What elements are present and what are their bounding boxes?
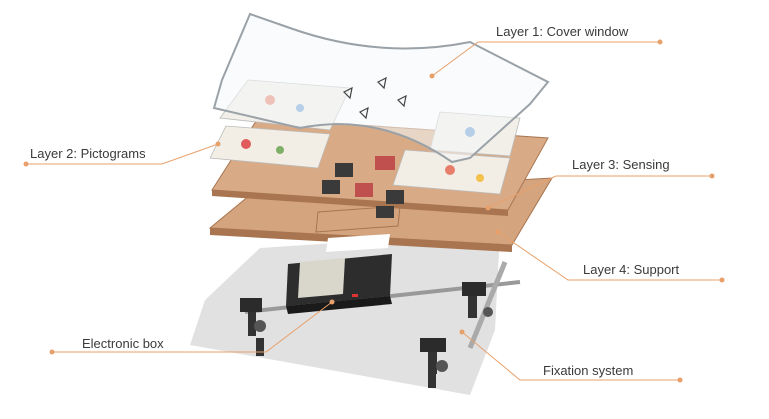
cover-triangle-4 — [358, 106, 369, 120]
label-fixation-system: Fixation system — [543, 363, 634, 378]
electronic-box — [286, 254, 392, 314]
leader-line-fixation-system — [461, 331, 680, 381]
cover-window — [212, 12, 550, 164]
fixation-clamp-right-front — [420, 338, 448, 388]
leader-line-sensing — [487, 175, 712, 209]
fixation-clamp-right-rear — [462, 282, 493, 318]
label-cover-window: Layer 1: Cover window — [496, 24, 629, 39]
leader-lines — [26, 41, 722, 381]
fixation-rod-front — [467, 261, 508, 349]
label-pictograms: Layer 2: Pictograms — [30, 146, 146, 161]
ground-shadow — [190, 232, 500, 395]
leader-line-electronic-box — [52, 301, 333, 353]
label-support: Layer 4: Support — [583, 262, 680, 277]
leader-line-cover-window — [431, 41, 660, 77]
label-sensing: Layer 3: Sensing — [572, 157, 670, 172]
leader-dots — [23, 39, 725, 383]
cover-triangle-2 — [342, 86, 353, 100]
fixation-clamp-left — [240, 298, 266, 356]
cover-triangle-3 — [396, 94, 407, 108]
leader-line-support — [497, 231, 722, 281]
leader-line-pictograms — [26, 143, 219, 165]
label-electronic-box: Electronic box — [82, 336, 164, 351]
cover-triangle-1 — [376, 76, 387, 90]
